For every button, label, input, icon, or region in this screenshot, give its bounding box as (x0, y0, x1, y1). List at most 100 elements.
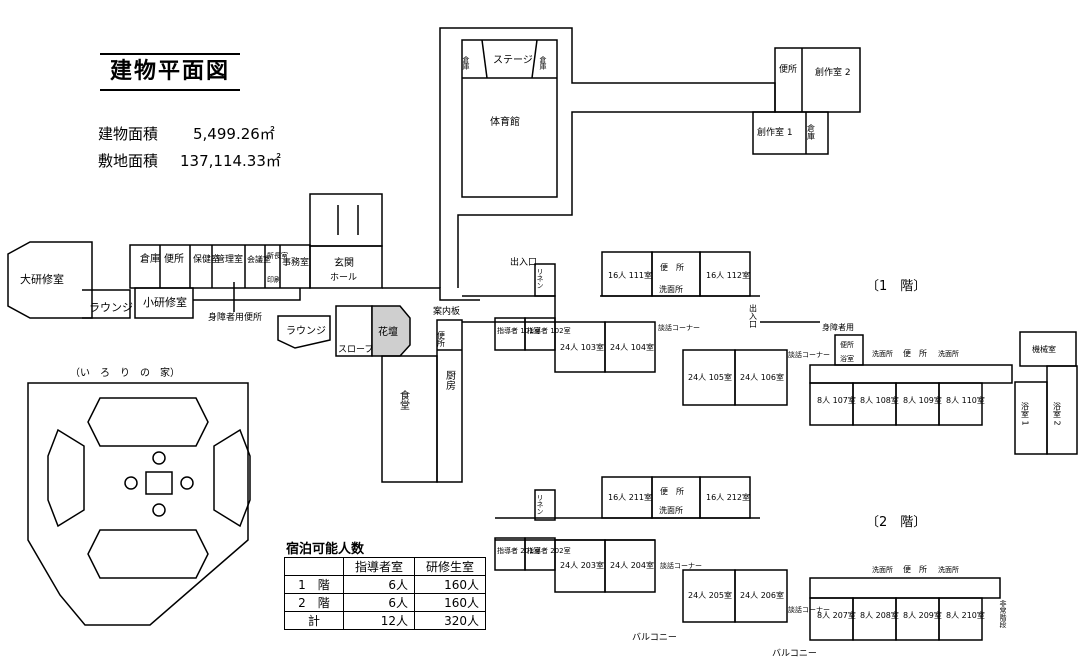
room-danwa3: 談話コーナー (660, 561, 702, 570)
wall-r210 (938, 597, 983, 641)
room-r212: 16人 212室 (706, 492, 750, 502)
room-yoku1: 浴室 1 (1021, 401, 1030, 426)
capacity-title: 宿泊可能人数 (286, 542, 365, 557)
capacity-cell: 320人 (414, 611, 486, 630)
irori-hearth (145, 471, 173, 495)
room-benjo-211: 便 所 (660, 486, 684, 496)
room-senmen-111: 洗面所 (659, 284, 683, 294)
room-benjo-chubo: 便所 (437, 330, 446, 348)
room-annai: 案内板 (433, 305, 460, 317)
room-danwa4: 談話コーナー (788, 605, 830, 614)
room-senmen-a: 洗面所 (872, 349, 893, 358)
site-area-label: 敷地面積 (98, 152, 159, 170)
wall-irori (27, 382, 249, 626)
room-r209: 8人 209室 (903, 610, 942, 620)
site-area-value: 137,114.33㎡ (180, 152, 281, 170)
room-souko-l: 倉庫 (462, 55, 470, 71)
wall (481, 39, 488, 79)
room-slope: スロープ (338, 344, 373, 355)
room-r108: 8人 108室 (860, 395, 899, 405)
capacity-cell: 12人 (343, 611, 415, 630)
room-souko-r: 倉庫 (539, 55, 547, 71)
room-benjo-shougai: 便所 (840, 340, 854, 349)
room-balcony2: バルコニー (772, 648, 817, 659)
room-balcony1: バルコニー (632, 632, 677, 643)
page-title: 建物平面図 (100, 53, 240, 91)
room-senmen-d: 洗面所 (938, 565, 959, 574)
room-r109: 8人 109室 (903, 395, 942, 405)
capacity-row: 計 12人 320人 (284, 611, 486, 630)
room-kikai: 機械室 (1032, 344, 1056, 354)
irori-pillar (152, 451, 166, 465)
wall-lounge-left (82, 289, 131, 319)
room-jimu: 事務室 (282, 256, 309, 268)
room-shokudo: 食堂 (398, 389, 410, 410)
floor-1-label: 〔1 階〕 (866, 279, 927, 294)
room-r204: 24人 204室 (610, 560, 654, 570)
capacity-row: 2 階 6人 160人 (284, 593, 486, 612)
room-r211: 16人 211室 (608, 492, 652, 502)
irori-pillar (180, 476, 194, 490)
room-linen1: リネン (536, 268, 544, 289)
wall-lounge2 (277, 315, 331, 349)
room-danwa1: 談話コーナー (658, 323, 700, 332)
wall-chubo (436, 319, 463, 483)
room-shido201: 指導者 201室 (497, 546, 541, 555)
room-shokenshu: 小研修室 (143, 295, 187, 309)
wall-sosaku-upper (774, 47, 861, 113)
room-sosaku2: 創作室 2 (815, 66, 851, 78)
wall-gym (461, 39, 558, 198)
room-souko-sosaku: 倉庫 (807, 123, 816, 141)
room-shochou: 所長室 (267, 251, 288, 260)
room-stage: ステージ (493, 55, 533, 66)
irori-table-left (47, 428, 85, 528)
room-lounge2: ラウンジ (286, 325, 326, 337)
wall-corridor-1f (462, 295, 556, 323)
room-deiriguchi1: 出入口 (510, 256, 537, 268)
wall-linen1 (534, 263, 556, 297)
wall-linen2 (534, 489, 556, 521)
irori-pillar (124, 476, 138, 490)
wall (531, 39, 538, 79)
wall-r112 (699, 251, 751, 297)
room-chubo: 厨房 (444, 370, 456, 391)
room-danwa2: 談話コーナー (788, 350, 830, 359)
room-lounge-left: ラウンジ (89, 301, 133, 314)
room-yokushitsu-s: 浴室 (840, 354, 854, 363)
capacity-table: 指導者室 研修生室 1 階 6人 160人 2 階 6人 160人 計 12人 … (284, 557, 486, 630)
room-genkan: 玄関 (334, 256, 354, 269)
room-shougai2: 身障者用 (822, 322, 854, 332)
room-insatsu: 印刷 (267, 276, 281, 284)
room-senmen-211: 洗面所 (659, 505, 683, 515)
irori-table-bottom (87, 529, 209, 579)
building-area-value: 5,499.26㎡ (193, 125, 275, 143)
room-shougai: 身障者用便所 (208, 311, 262, 323)
wall-main-corridor (193, 287, 480, 301)
wall-r204 (604, 539, 656, 593)
capacity-cell: 160人 (414, 593, 486, 612)
room-linen2: リネン (536, 494, 544, 515)
room-kaigi: 会議室 (247, 254, 271, 264)
room-hijo: 非常階段 (999, 599, 1007, 629)
capacity-cell: 1 階 (284, 575, 344, 594)
room-r105: 24人 105室 (688, 372, 732, 382)
room-hall: ホール (330, 272, 357, 283)
room-benjo-c: 便 所 (903, 564, 927, 574)
room-yoku2: 浴室 2 (1053, 401, 1062, 426)
wall-yoku2 (1046, 365, 1078, 455)
wall-gym-corridor (439, 27, 776, 288)
irori-title: （い ろ り の 家） (70, 366, 180, 379)
building-area: 建物面積 5,499.26㎡ (98, 123, 275, 144)
irori-pillar (152, 503, 166, 517)
room-senmen-b: 洗面所 (938, 349, 959, 358)
irori-table-top (87, 397, 209, 447)
room-souko1: 倉庫 (140, 252, 160, 265)
wall-r206 (734, 569, 788, 623)
room-r110: 8人 110室 (946, 395, 985, 405)
room-benjo-sosaku: 便所 (779, 63, 797, 75)
room-taiikukan: 体育館 (490, 115, 520, 128)
room-r107: 8人 107室 (817, 395, 856, 405)
capacity-header-cell: 研修生室 (414, 557, 486, 576)
room-r207: 8人 207室 (817, 610, 856, 620)
